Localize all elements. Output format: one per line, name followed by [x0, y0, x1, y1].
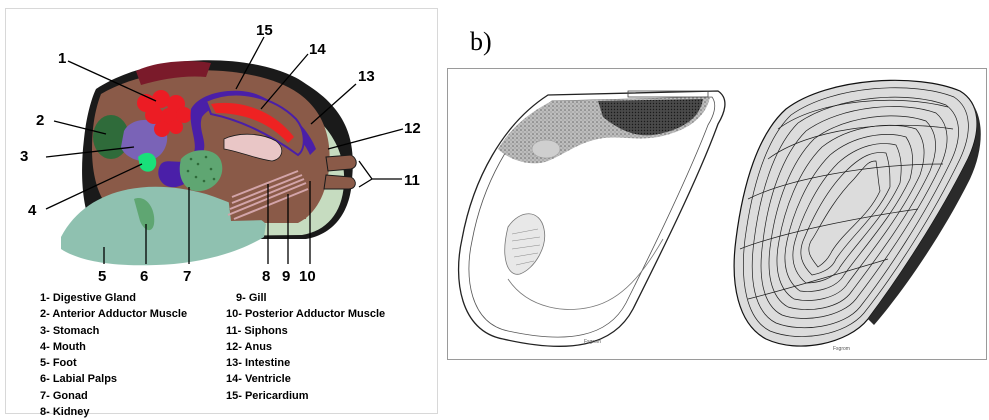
- legend-item: 5- Foot: [40, 355, 187, 371]
- label-6: 6: [140, 268, 148, 285]
- label-15: 15: [256, 22, 273, 39]
- label-10: 10: [299, 268, 316, 285]
- mussel-shell-illustrations: Fsgrom Fsgrom: [448, 69, 986, 359]
- legend-item: 11- Siphons: [226, 323, 385, 339]
- label-7: 7: [183, 268, 191, 285]
- mussel-shell-panel: Fsgrom Fsgrom: [447, 68, 987, 360]
- label-13: 13: [358, 68, 375, 85]
- legend-item: 10- Posterior Adductor Muscle: [226, 306, 385, 322]
- label-11: 11: [404, 172, 420, 189]
- legend-item: 13- Intestine: [226, 355, 385, 371]
- artist-signature-right: Fsgrom: [833, 346, 850, 352]
- artist-signature-left: Fsgrom: [584, 339, 601, 345]
- legend-item: 9- Gill: [226, 290, 385, 306]
- clam-anatomy-panel: 1 2 3 4 5 6 7 8 9 10 11 12 13 14 15 1- D…: [5, 8, 438, 414]
- legend-item: 2- Anterior Adductor Muscle: [40, 306, 187, 322]
- legend-item: 15- Pericardium: [226, 388, 385, 404]
- legend-item: 3- Stomach: [40, 323, 187, 339]
- legend-item: 7- Gonad: [40, 388, 187, 404]
- legend-item: 6- Labial Palps: [40, 371, 187, 387]
- label-1: 1: [58, 50, 66, 67]
- label-12: 12: [404, 120, 421, 137]
- label-2: 2: [36, 112, 44, 129]
- label-3: 3: [20, 148, 28, 165]
- label-14: 14: [309, 41, 326, 58]
- interior-adductor-scar-upper: [532, 140, 560, 158]
- legend-item: 1- Digestive Gland: [40, 290, 187, 306]
- legend-item: 8- Kidney: [40, 404, 187, 420]
- legend-left-column: 1- Digestive Gland 2- Anterior Adductor …: [40, 290, 187, 420]
- panel-label-b: b): [470, 27, 492, 57]
- legend-item: 12- Anus: [226, 339, 385, 355]
- legend-item: 14- Ventricle: [226, 371, 385, 387]
- legend-item: 4- Mouth: [40, 339, 187, 355]
- label-5: 5: [98, 268, 106, 285]
- label-8: 8: [262, 268, 270, 285]
- shell-exterior-view: Fsgrom: [734, 80, 981, 352]
- shell-interior-view: Fsgrom: [459, 91, 725, 346]
- label-9: 9: [282, 268, 290, 285]
- label-4: 4: [28, 202, 37, 219]
- legend-right-column: 9- Gill 10- Posterior Adductor Muscle 11…: [226, 290, 385, 404]
